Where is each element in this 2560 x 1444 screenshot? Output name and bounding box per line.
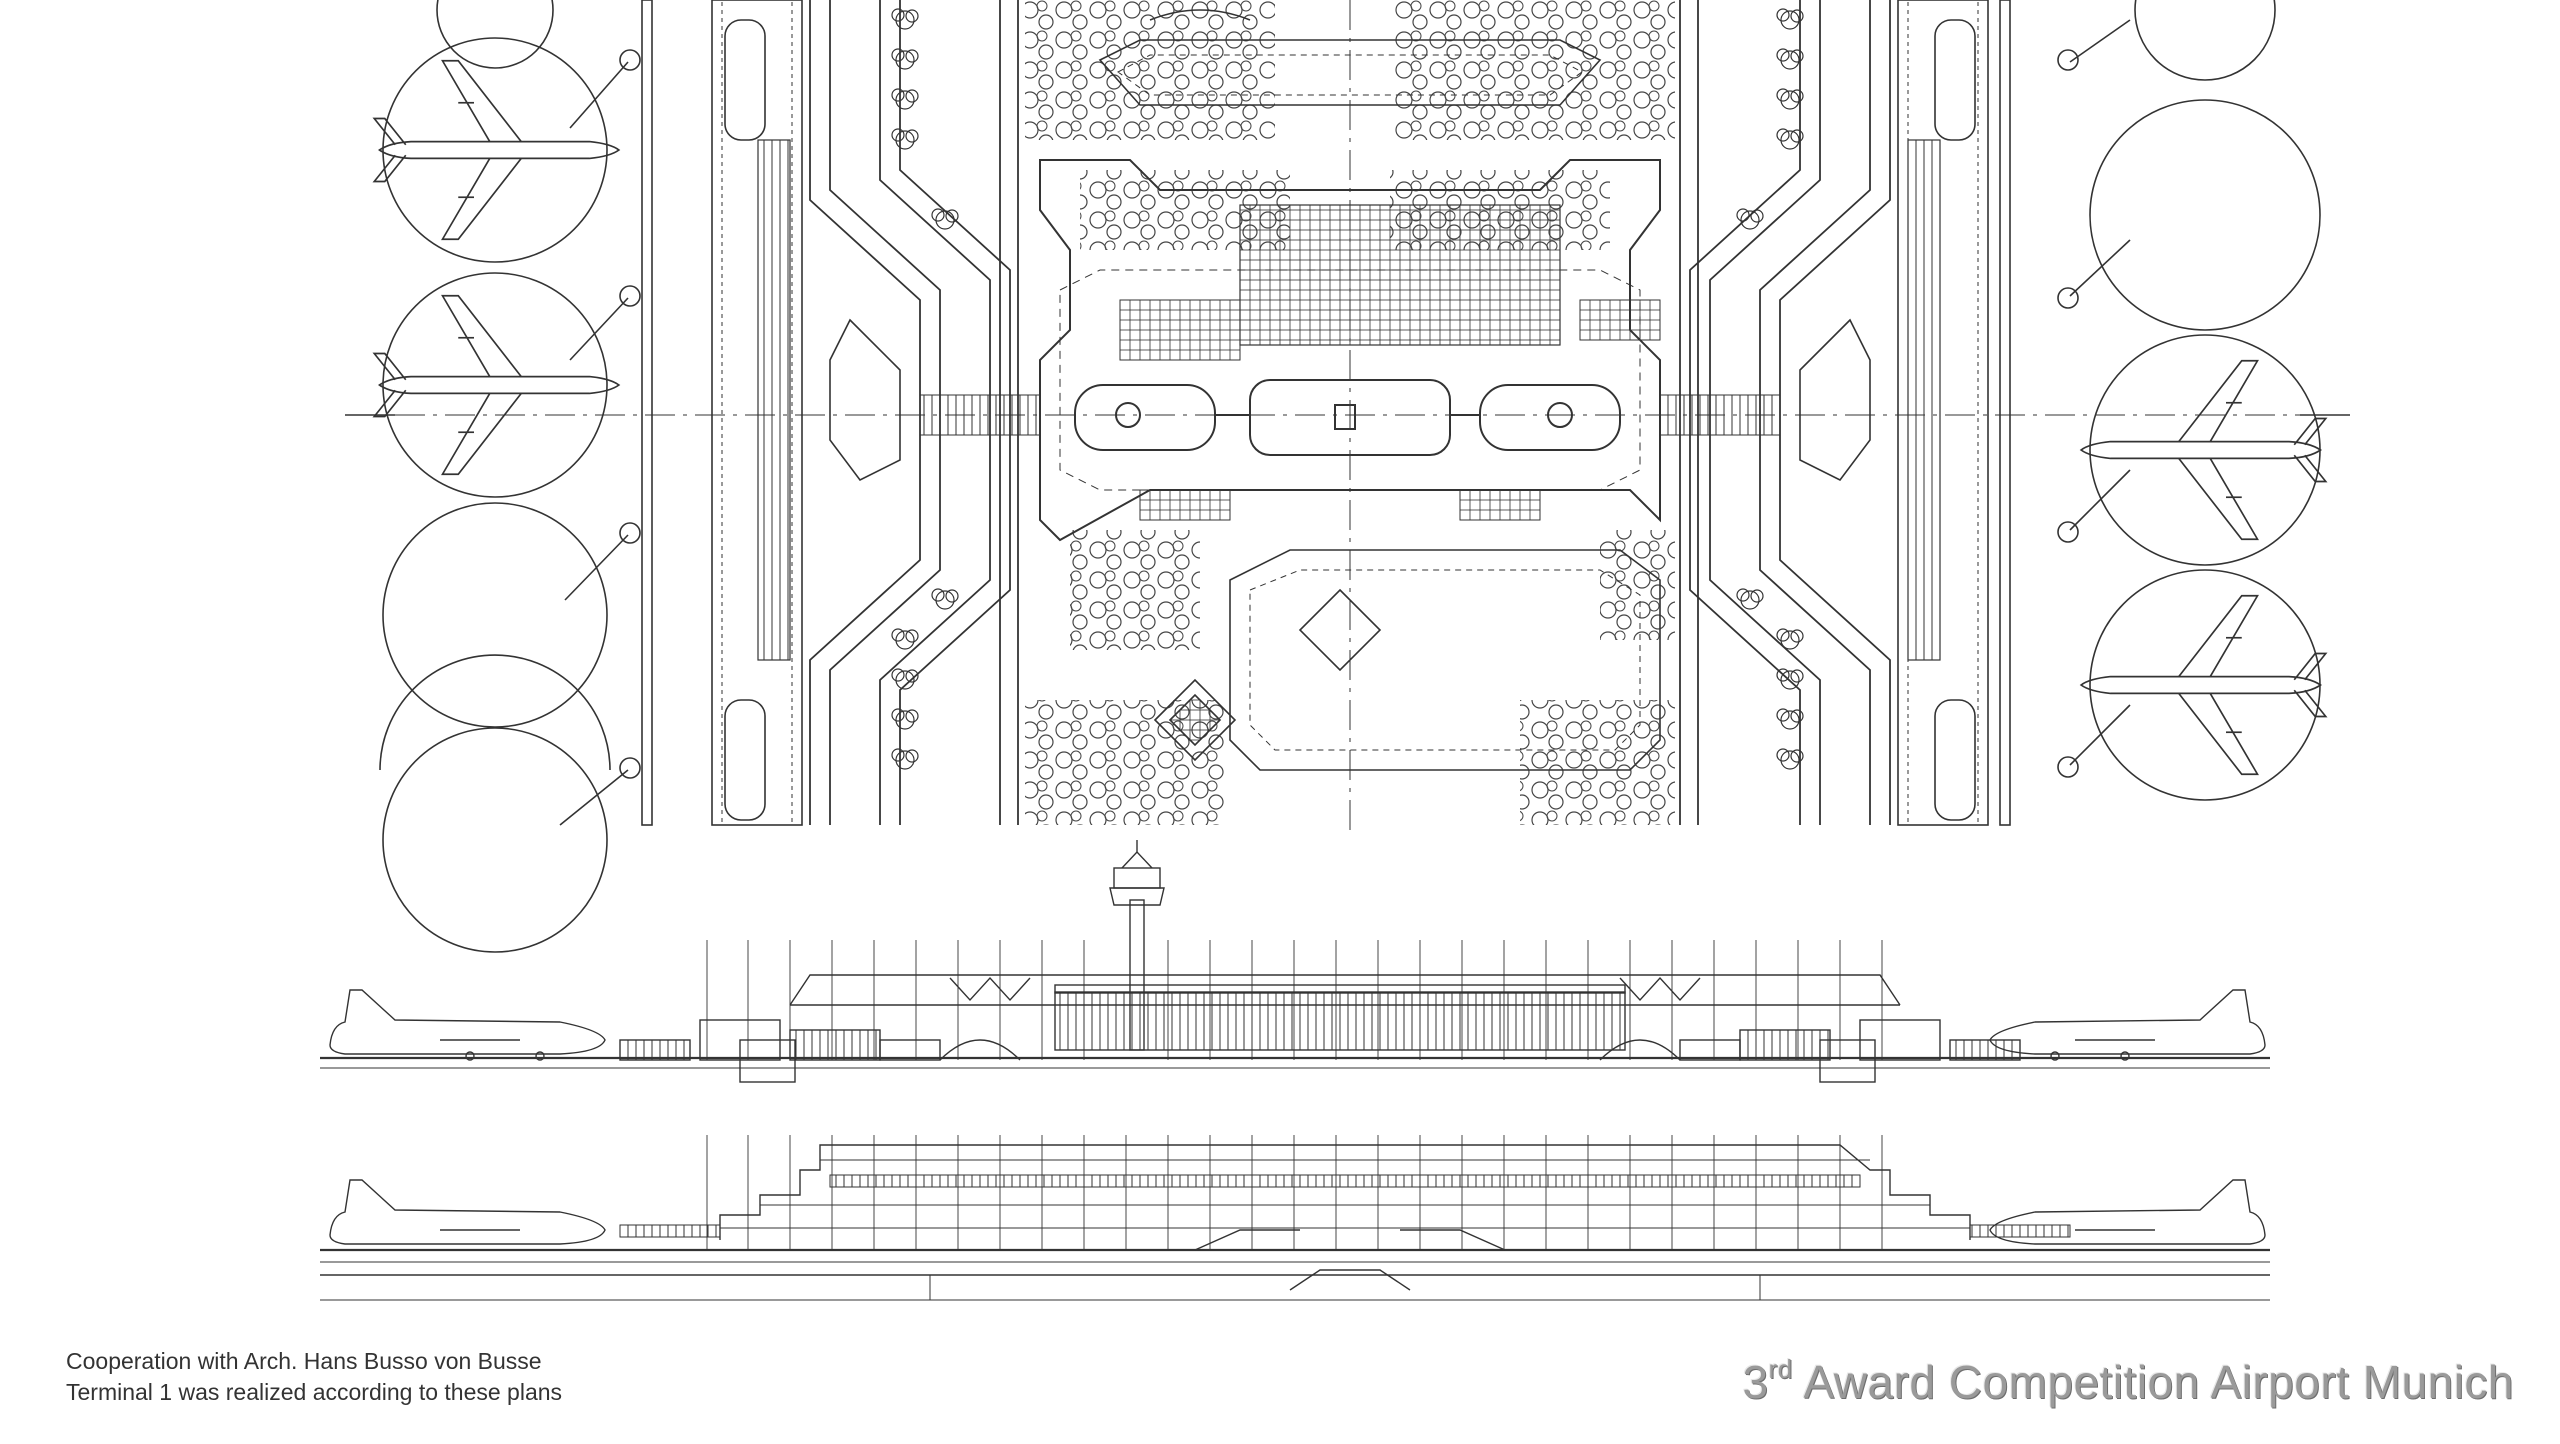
site-plan bbox=[345, 0, 2350, 953]
airplane-icon bbox=[1989, 989, 2266, 1061]
airplane-icon bbox=[329, 989, 606, 1061]
structural-grid-lower bbox=[706, 1135, 1883, 1250]
forecourt bbox=[1153, 549, 1661, 771]
title-award-number: 3 bbox=[1742, 1356, 1769, 1408]
section-upper bbox=[320, 840, 2270, 1083]
section-lower bbox=[320, 1135, 2270, 1301]
tree-fields bbox=[1025, 0, 1675, 825]
airplane-icon bbox=[329, 1179, 606, 1245]
page-title: 3rd Award Competition Airport Munich bbox=[1742, 1354, 2514, 1409]
control-tower-icon bbox=[1109, 840, 1165, 1051]
left-stands bbox=[373, 0, 641, 953]
pier-connectors bbox=[829, 318, 1871, 482]
central-terminal bbox=[1039, 159, 1661, 542]
right-stands bbox=[2057, 0, 2327, 801]
right-pier bbox=[1897, 0, 2011, 826]
title-ordinal-suffix: rd bbox=[1768, 1354, 1793, 1384]
title-text: Award Competition Airport Munich bbox=[1792, 1356, 2514, 1408]
project-caption: Cooperation with Arch. Hans Busso von Bu… bbox=[66, 1346, 562, 1408]
caption-line-cooperation: Cooperation with Arch. Hans Busso von Bu… bbox=[66, 1348, 542, 1374]
left-pier bbox=[641, 0, 803, 826]
caption-line-realization: Terminal 1 was realized according to the… bbox=[66, 1379, 563, 1405]
